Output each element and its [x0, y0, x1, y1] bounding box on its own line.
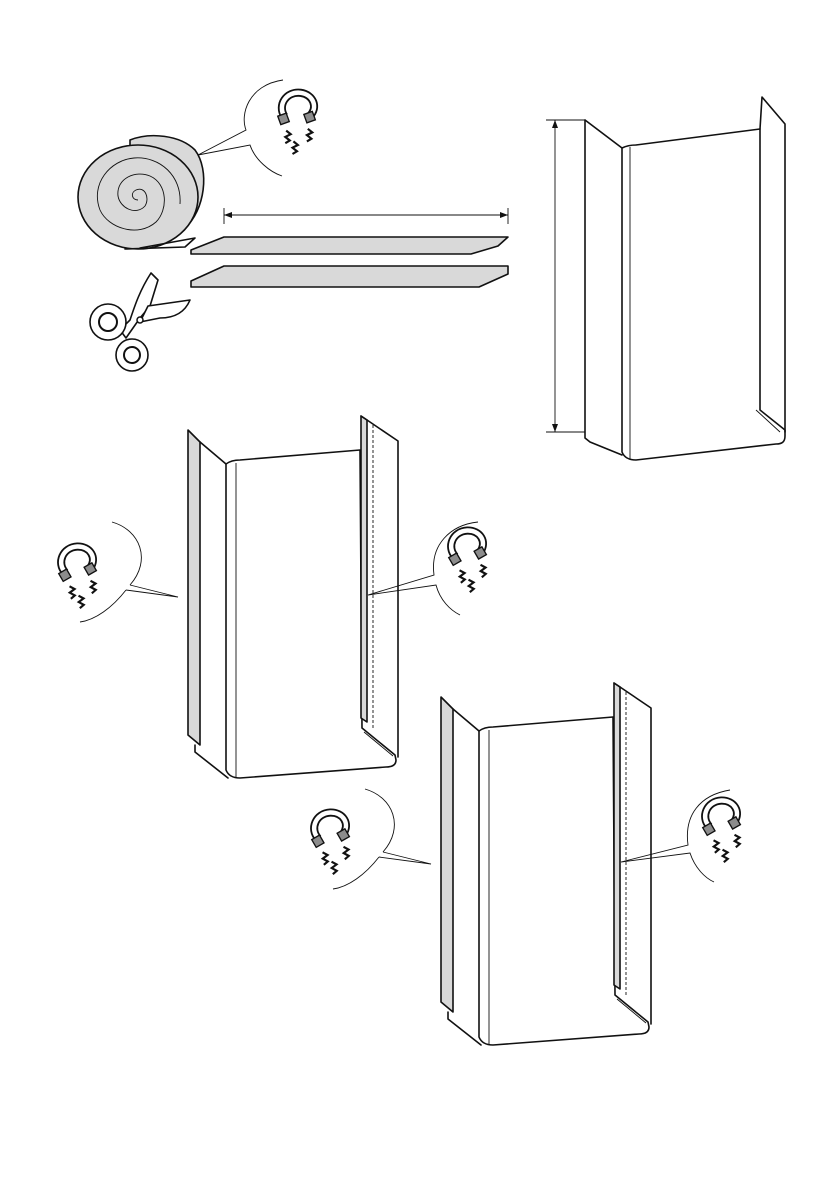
- step-attach-strips-panel-a: [55, 416, 493, 778]
- roll-magnet-callout: [198, 80, 315, 176]
- magnet-icon: [699, 798, 747, 865]
- magnet-icon: [278, 93, 316, 154]
- panel-with-strips: [441, 683, 651, 1045]
- magnet-icon: [445, 528, 493, 595]
- magnetic-roll-icon: [78, 136, 204, 249]
- magnet-icon: [55, 544, 103, 611]
- magnetic-strip: [191, 237, 508, 254]
- magnet-icon: [308, 810, 356, 877]
- left-magnet-callout: [308, 789, 431, 889]
- right-magnet-callout: [368, 522, 492, 615]
- left-magnet-callout: [55, 522, 178, 622]
- panel-with-strips: [188, 416, 398, 778]
- step-measure-panel-height: [546, 97, 785, 460]
- scissors-icon: [90, 273, 190, 371]
- right-magnet-callout: [621, 790, 746, 882]
- width-dimension: [224, 208, 508, 224]
- magnetic-strip: [191, 266, 508, 287]
- step-cut-magnetic-strips: [78, 80, 508, 371]
- height-dimension: [546, 120, 585, 432]
